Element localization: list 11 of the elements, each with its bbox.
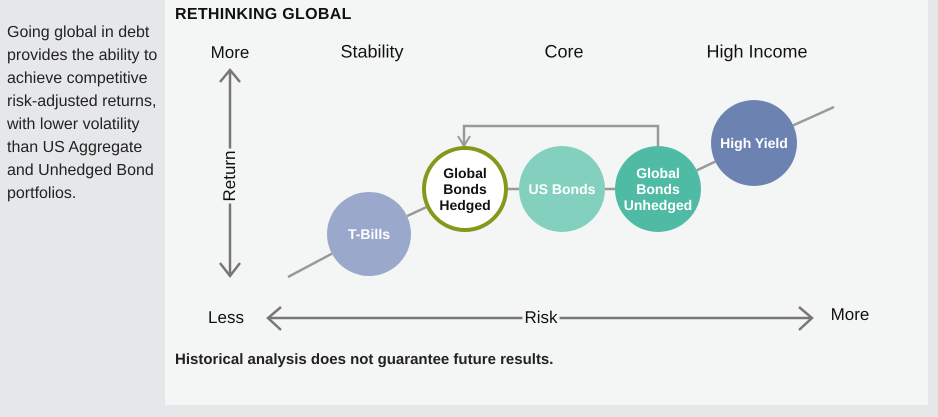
disclaimer-text: Historical analysis does not guarantee future results.: [175, 351, 554, 368]
connector-line: [696, 160, 716, 172]
connector-line: [287, 252, 332, 278]
connector-line: [406, 206, 427, 218]
description-text: Going global in debt provides the ability to achieve competitive risk-adjusted returns, with lower volatility than US Aggregate and Unhedged Bond portfolios.: [7, 23, 158, 204]
connector-line: [508, 188, 519, 190]
connector-line: [792, 106, 835, 126]
chart-title: RETHINKING GLOBAL: [175, 6, 352, 24]
connector-line: [605, 188, 615, 190]
category-label: Stability: [338, 42, 406, 62]
arrow: [457, 124, 660, 147]
